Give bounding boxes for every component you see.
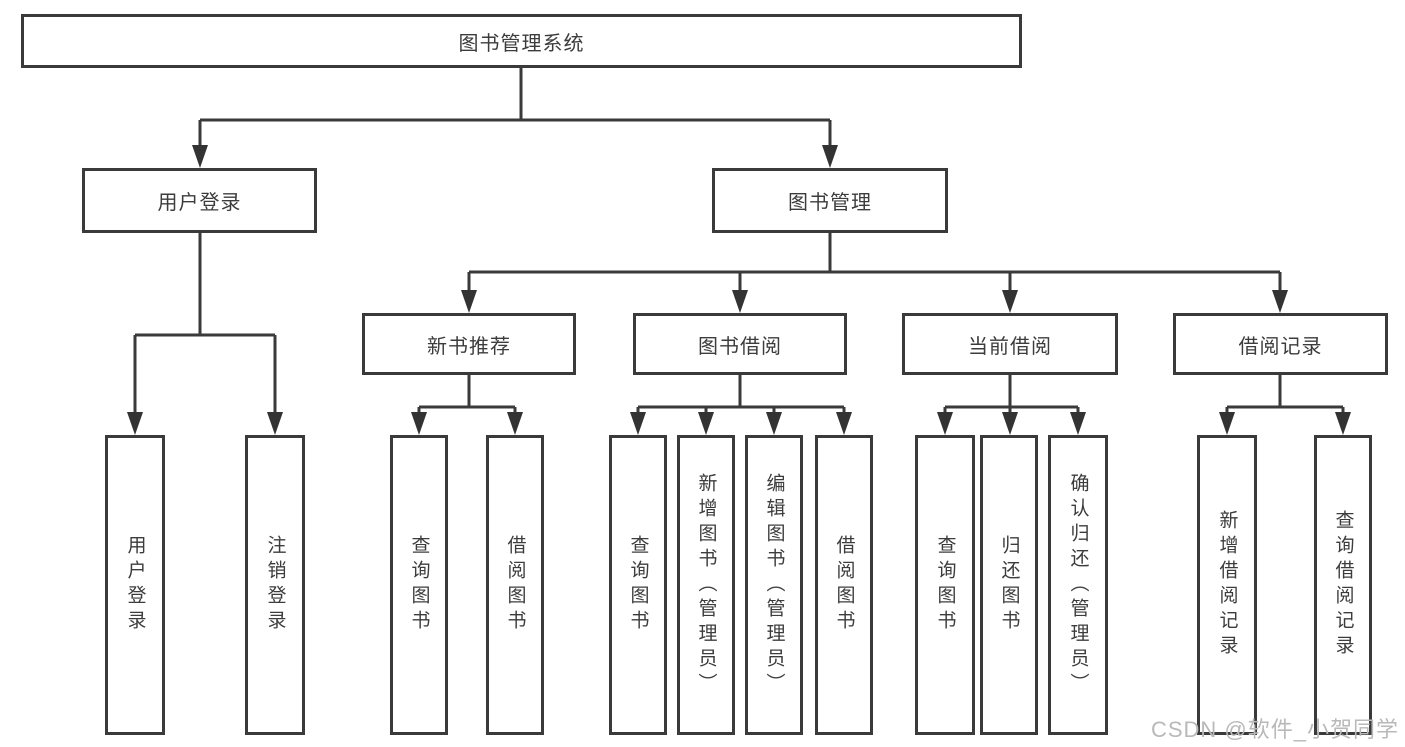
csdn-watermark: CSDN @软件_小贺同学 — [1150, 717, 1399, 742]
leaf-add-borrow-record: 新增借阅记录 — [1197, 435, 1257, 735]
leaf-query-borrow-record: 查询借阅记录 — [1314, 435, 1372, 735]
leaf-logout: 注销登录 — [245, 435, 305, 735]
leaf-confirm-return-admin: 确认归还（管理员） — [1048, 435, 1108, 735]
leaf-borrow-book-recommend-label: 借阅图书 — [504, 535, 526, 635]
leaf-query-book-recommend-label: 查询图书 — [408, 535, 430, 635]
node-new-book-recommend-label: 新书推荐 — [427, 335, 511, 358]
node-user-login-label: 用户登录 — [157, 192, 242, 214]
leaf-return-book-label: 归还图书 — [998, 535, 1020, 635]
node-user-login: 用户登录 — [82, 168, 317, 233]
node-current-borrow: 当前借阅 — [902, 313, 1118, 375]
leaf-borrow-book-label: 借阅图书 — [833, 535, 855, 635]
node-borrow-record: 借阅记录 — [1173, 313, 1388, 375]
leaf-add-book-admin: 新增图书（管理员） — [677, 435, 735, 735]
leaf-borrow-book: 借阅图书 — [815, 435, 873, 735]
node-root-label: 图书管理系统 — [458, 32, 585, 55]
leaf-confirm-return-admin-label: 确认归还（管理员） — [1067, 472, 1089, 698]
leaf-user-login-label: 用户登录 — [124, 535, 146, 635]
leaf-query-book-borrow: 查询图书 — [609, 435, 667, 735]
leaf-borrow-book-recommend: 借阅图书 — [486, 435, 544, 735]
leaf-query-borrow-record-label: 查询借阅记录 — [1332, 510, 1354, 660]
leaf-query-book-recommend: 查询图书 — [390, 435, 448, 735]
leaf-return-book: 归还图书 — [980, 435, 1038, 735]
leaf-add-borrow-record-label: 新增借阅记录 — [1216, 510, 1238, 660]
leaf-query-book-current-label: 查询图书 — [934, 535, 956, 635]
leaf-add-book-admin-label: 新增图书（管理员） — [695, 472, 717, 698]
node-book-borrow-label: 图书借阅 — [698, 335, 782, 358]
leaf-query-book-current: 查询图书 — [915, 435, 975, 735]
node-current-borrow-label: 当前借阅 — [968, 335, 1052, 358]
leaf-user-login: 用户登录 — [105, 435, 165, 735]
node-book-management-label: 图书管理 — [788, 192, 872, 214]
node-borrow-record-label: 借阅记录 — [1238, 335, 1323, 358]
leaf-query-book-borrow-label: 查询图书 — [627, 535, 649, 635]
node-book-borrow: 图书借阅 — [633, 313, 847, 375]
node-book-management: 图书管理 — [712, 168, 948, 233]
leaf-edit-book-admin-label: 编辑图书（管理员） — [763, 472, 785, 698]
node-root: 图书管理系统 — [21, 14, 1022, 68]
leaf-logout-label: 注销登录 — [264, 535, 286, 635]
leaf-edit-book-admin: 编辑图书（管理员） — [745, 435, 803, 735]
node-new-book-recommend: 新书推荐 — [362, 313, 576, 375]
